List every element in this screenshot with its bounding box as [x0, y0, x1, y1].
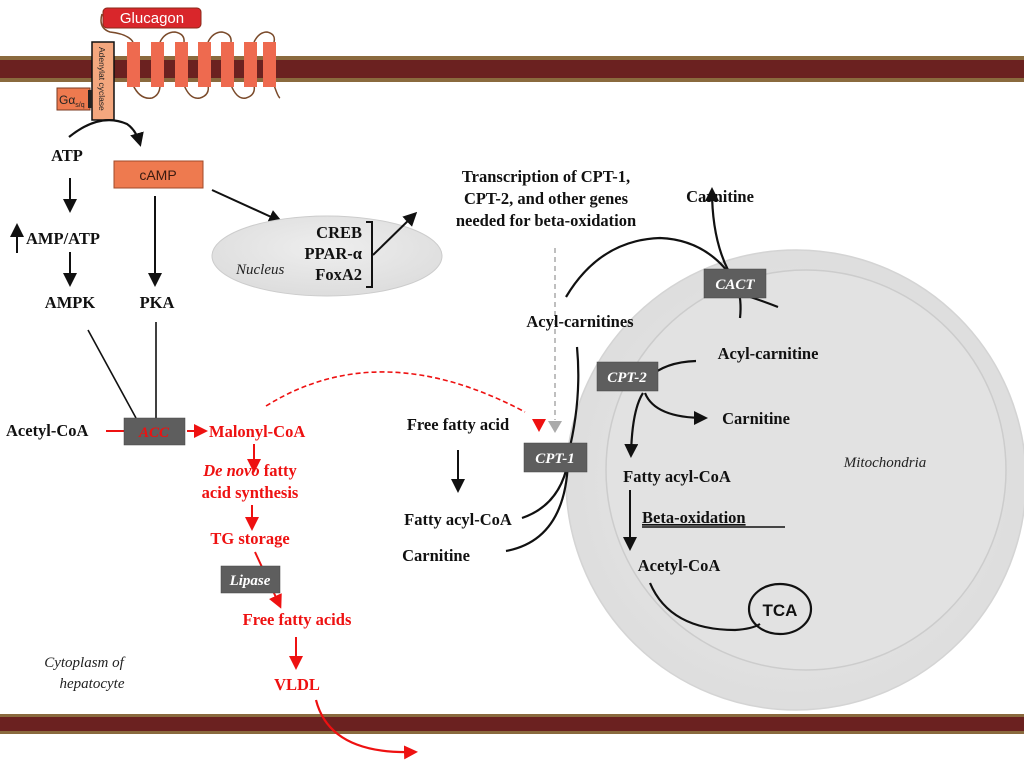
camp-box: cAMP [113, 160, 204, 189]
free-fatty-acid-label: Free fatty acid [407, 415, 509, 434]
acetyl-coa-to-tca-curve [648, 582, 761, 632]
cpt1-label: CPT-1 [535, 451, 574, 467]
ppar-alpha-label: PPAR-α [305, 244, 363, 263]
transcription-line-2: CPT-2, and other genes [464, 189, 629, 208]
de-novo-rest: fatty [260, 461, 298, 480]
adenylate-cyclase: Adenylat cyclase [91, 41, 115, 121]
mitochondria: Mitochondria [565, 249, 1024, 711]
de-novo-line-2: acid synthesis [202, 483, 299, 502]
cact-enzyme: CACT [703, 268, 767, 299]
cpt2-to-carnitine-arrow [643, 392, 708, 425]
lipase-enzyme: Lipase [220, 565, 281, 594]
tca-cycle: TCA [747, 582, 813, 636]
lipase-label: Lipase [229, 573, 271, 589]
ampk-label: AMPK [45, 293, 96, 312]
foxa2-label: FoxA2 [315, 265, 362, 284]
cytoplasm-fatty-acyl-coa-label: Fatty acyl-CoA [404, 510, 512, 529]
transcription-text: Transcription of CPT-1, CPT-2, and other… [456, 167, 636, 230]
tg-storage-label: TG storage [210, 529, 289, 548]
g-protein: Gαs/q [56, 87, 92, 111]
cpt2-to-fatty-acyl-coa-arrow [624, 392, 644, 458]
adenylate-cyclase-label: Adenylat cyclase [97, 47, 107, 111]
transcription-line-3: needed for beta-oxidation [456, 211, 636, 230]
amp-atp-label: AMP/ATP [26, 229, 100, 248]
glucagon-label: Glucagon [120, 10, 184, 27]
malonyl-coa-inhibition-arc [265, 371, 526, 413]
beta-oxidation-label: Beta-oxidation [642, 508, 746, 527]
acc-enzyme: ACC [123, 417, 186, 446]
mito-acyl-carnitine-label: Acyl-carnitine [718, 344, 819, 363]
nucleus: Nucleus CREB PPAR-α FoxA2 [211, 215, 443, 297]
vldl-label: VLDL [274, 675, 320, 694]
cpt2-label: CPT-2 [607, 370, 647, 386]
carnitine-out-label: Carnitine [686, 187, 754, 206]
free-fatty-acids-label: Free fatty acids [243, 610, 352, 629]
acetyl-coa-label: Acetyl-CoA [6, 421, 89, 440]
mitochondria-label: Mitochondria [843, 455, 927, 471]
camp-label: cAMP [139, 167, 176, 183]
cytoplasm-label-line-2: hepatocyte [60, 676, 125, 692]
glucagon-ligand: Glucagon [102, 7, 202, 29]
ampk-to-acc-line [87, 329, 137, 419]
cpt1-carnitine-curve [505, 461, 570, 553]
vldl-export-arrow [314, 699, 418, 760]
cact-label: CACT [715, 277, 755, 293]
cpt1-induction-arrowhead [548, 421, 562, 433]
inhibition-arrowhead [532, 419, 546, 432]
cpt1-enzyme: CPT-1 [523, 442, 588, 473]
tca-label: TCA [763, 601, 798, 620]
svg-text:Gαs/q: Gαs/q [59, 93, 85, 109]
glucagon-receptor [100, 13, 281, 99]
mito-acetyl-coa-label: Acetyl-CoA [638, 556, 721, 575]
g-alpha-subscript: s/q [75, 102, 84, 109]
acyl-carnitines-label: Acyl-carnitines [526, 312, 634, 331]
acylcarnitine-to-cact-curve [565, 236, 738, 298]
acc-label: ACC [138, 425, 170, 441]
plasma-membrane-bottom [0, 714, 1024, 734]
nucleus-to-transcription-arrow [372, 211, 418, 256]
cpt2-enzyme: CPT-2 [596, 361, 659, 392]
creb-label: CREB [316, 223, 362, 242]
pka-label: PKA [140, 293, 175, 312]
cytoplasm-label-line-1: Cytoplasm of [44, 655, 125, 671]
mito-fatty-acyl-coa-label: Fatty acyl-CoA [623, 467, 731, 486]
malonyl-coa-label: Malonyl-CoA [209, 422, 305, 441]
cytoplasm-carnitine-label: Carnitine [402, 546, 470, 565]
nucleus-label: Nucleus [235, 262, 284, 278]
transcription-line-1: Transcription of CPT-1, [462, 167, 630, 186]
g-alpha-label: Gα [59, 93, 75, 107]
atp-to-camp-arrow [68, 119, 144, 147]
atp-label: ATP [51, 146, 83, 165]
de-novo-italic: De novo [202, 461, 259, 480]
mito-carnitine-label: Carnitine [722, 409, 790, 428]
de-novo-line-1: De novo fatty [202, 461, 297, 480]
camp-to-nucleus-arrow [211, 189, 283, 223]
